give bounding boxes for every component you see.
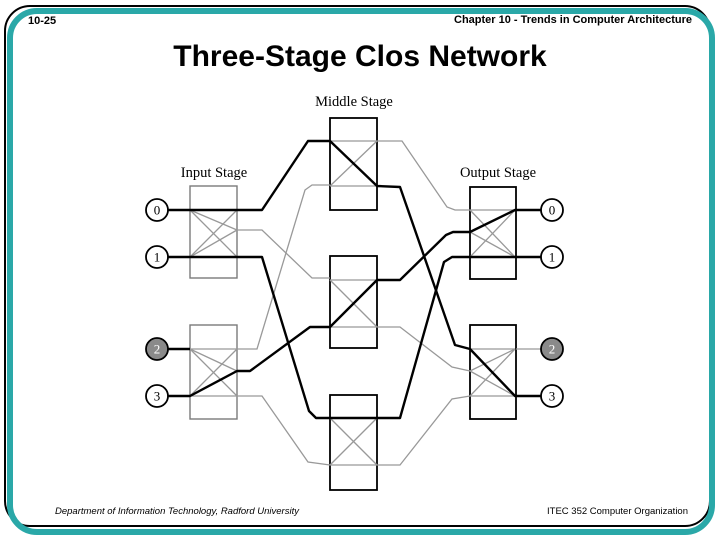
unused-link — [377, 140, 470, 211]
middle-switch-top — [329, 117, 378, 211]
unused-link — [469, 370, 516, 397]
input-node-0-label: 0 — [154, 203, 161, 218]
connection-1-to-1 — [168, 255, 541, 420]
output-node-0 — [540, 198, 564, 222]
unused-link — [189, 348, 238, 372]
input-node-1 — [145, 245, 169, 269]
footer-course: ITEC 352 Computer Organization — [547, 506, 688, 517]
unused-link — [237, 184, 330, 350]
slide-number: 10-25 — [28, 15, 57, 27]
unused-link — [377, 326, 471, 372]
unused-link — [237, 395, 331, 466]
unused-link — [189, 209, 238, 258]
middle-switch-center — [329, 255, 378, 349]
unused-link — [189, 209, 238, 231]
unused-link — [377, 395, 471, 466]
footer-department: Department of Information Technology, Ra… — [55, 506, 299, 517]
input-node-1-label: 1 — [154, 250, 161, 265]
output-node-3 — [540, 384, 564, 408]
output-node-2-label: 2 — [549, 342, 556, 357]
unused-link — [469, 348, 516, 372]
input-node-3 — [145, 384, 169, 408]
unused-link — [469, 209, 516, 258]
connection-0-to-3 — [168, 139, 541, 398]
output-node-1 — [540, 245, 564, 269]
input-node-2 — [145, 337, 169, 361]
unused-link — [237, 229, 330, 279]
unused-link — [329, 417, 378, 466]
output-node-1-label: 1 — [549, 250, 556, 265]
output-node-3-label: 3 — [549, 389, 556, 404]
unused-link — [189, 229, 238, 258]
connection-3-to-0 — [168, 208, 541, 398]
input-node-2-label: 2 — [154, 342, 161, 357]
unused-link — [189, 348, 238, 397]
input-switch-top — [189, 185, 238, 279]
input-stage-label: Input Stage — [181, 165, 247, 181]
output-node-0-label: 0 — [549, 203, 556, 218]
chapter-header: Chapter 10 - Trends in Computer Architec… — [454, 14, 692, 26]
input-node-3-label: 3 — [154, 389, 161, 404]
output-stage-label: Output Stage — [460, 165, 536, 181]
output-node-2 — [540, 337, 564, 361]
page-title: Three-Stage Clos Network — [173, 40, 547, 73]
input-node-0 — [145, 198, 169, 222]
middle-stage-label: Middle Stage — [315, 94, 393, 110]
middle-switch-bottom — [329, 394, 378, 491]
output-switch-bottom — [469, 324, 517, 420]
unused-link — [469, 231, 516, 258]
